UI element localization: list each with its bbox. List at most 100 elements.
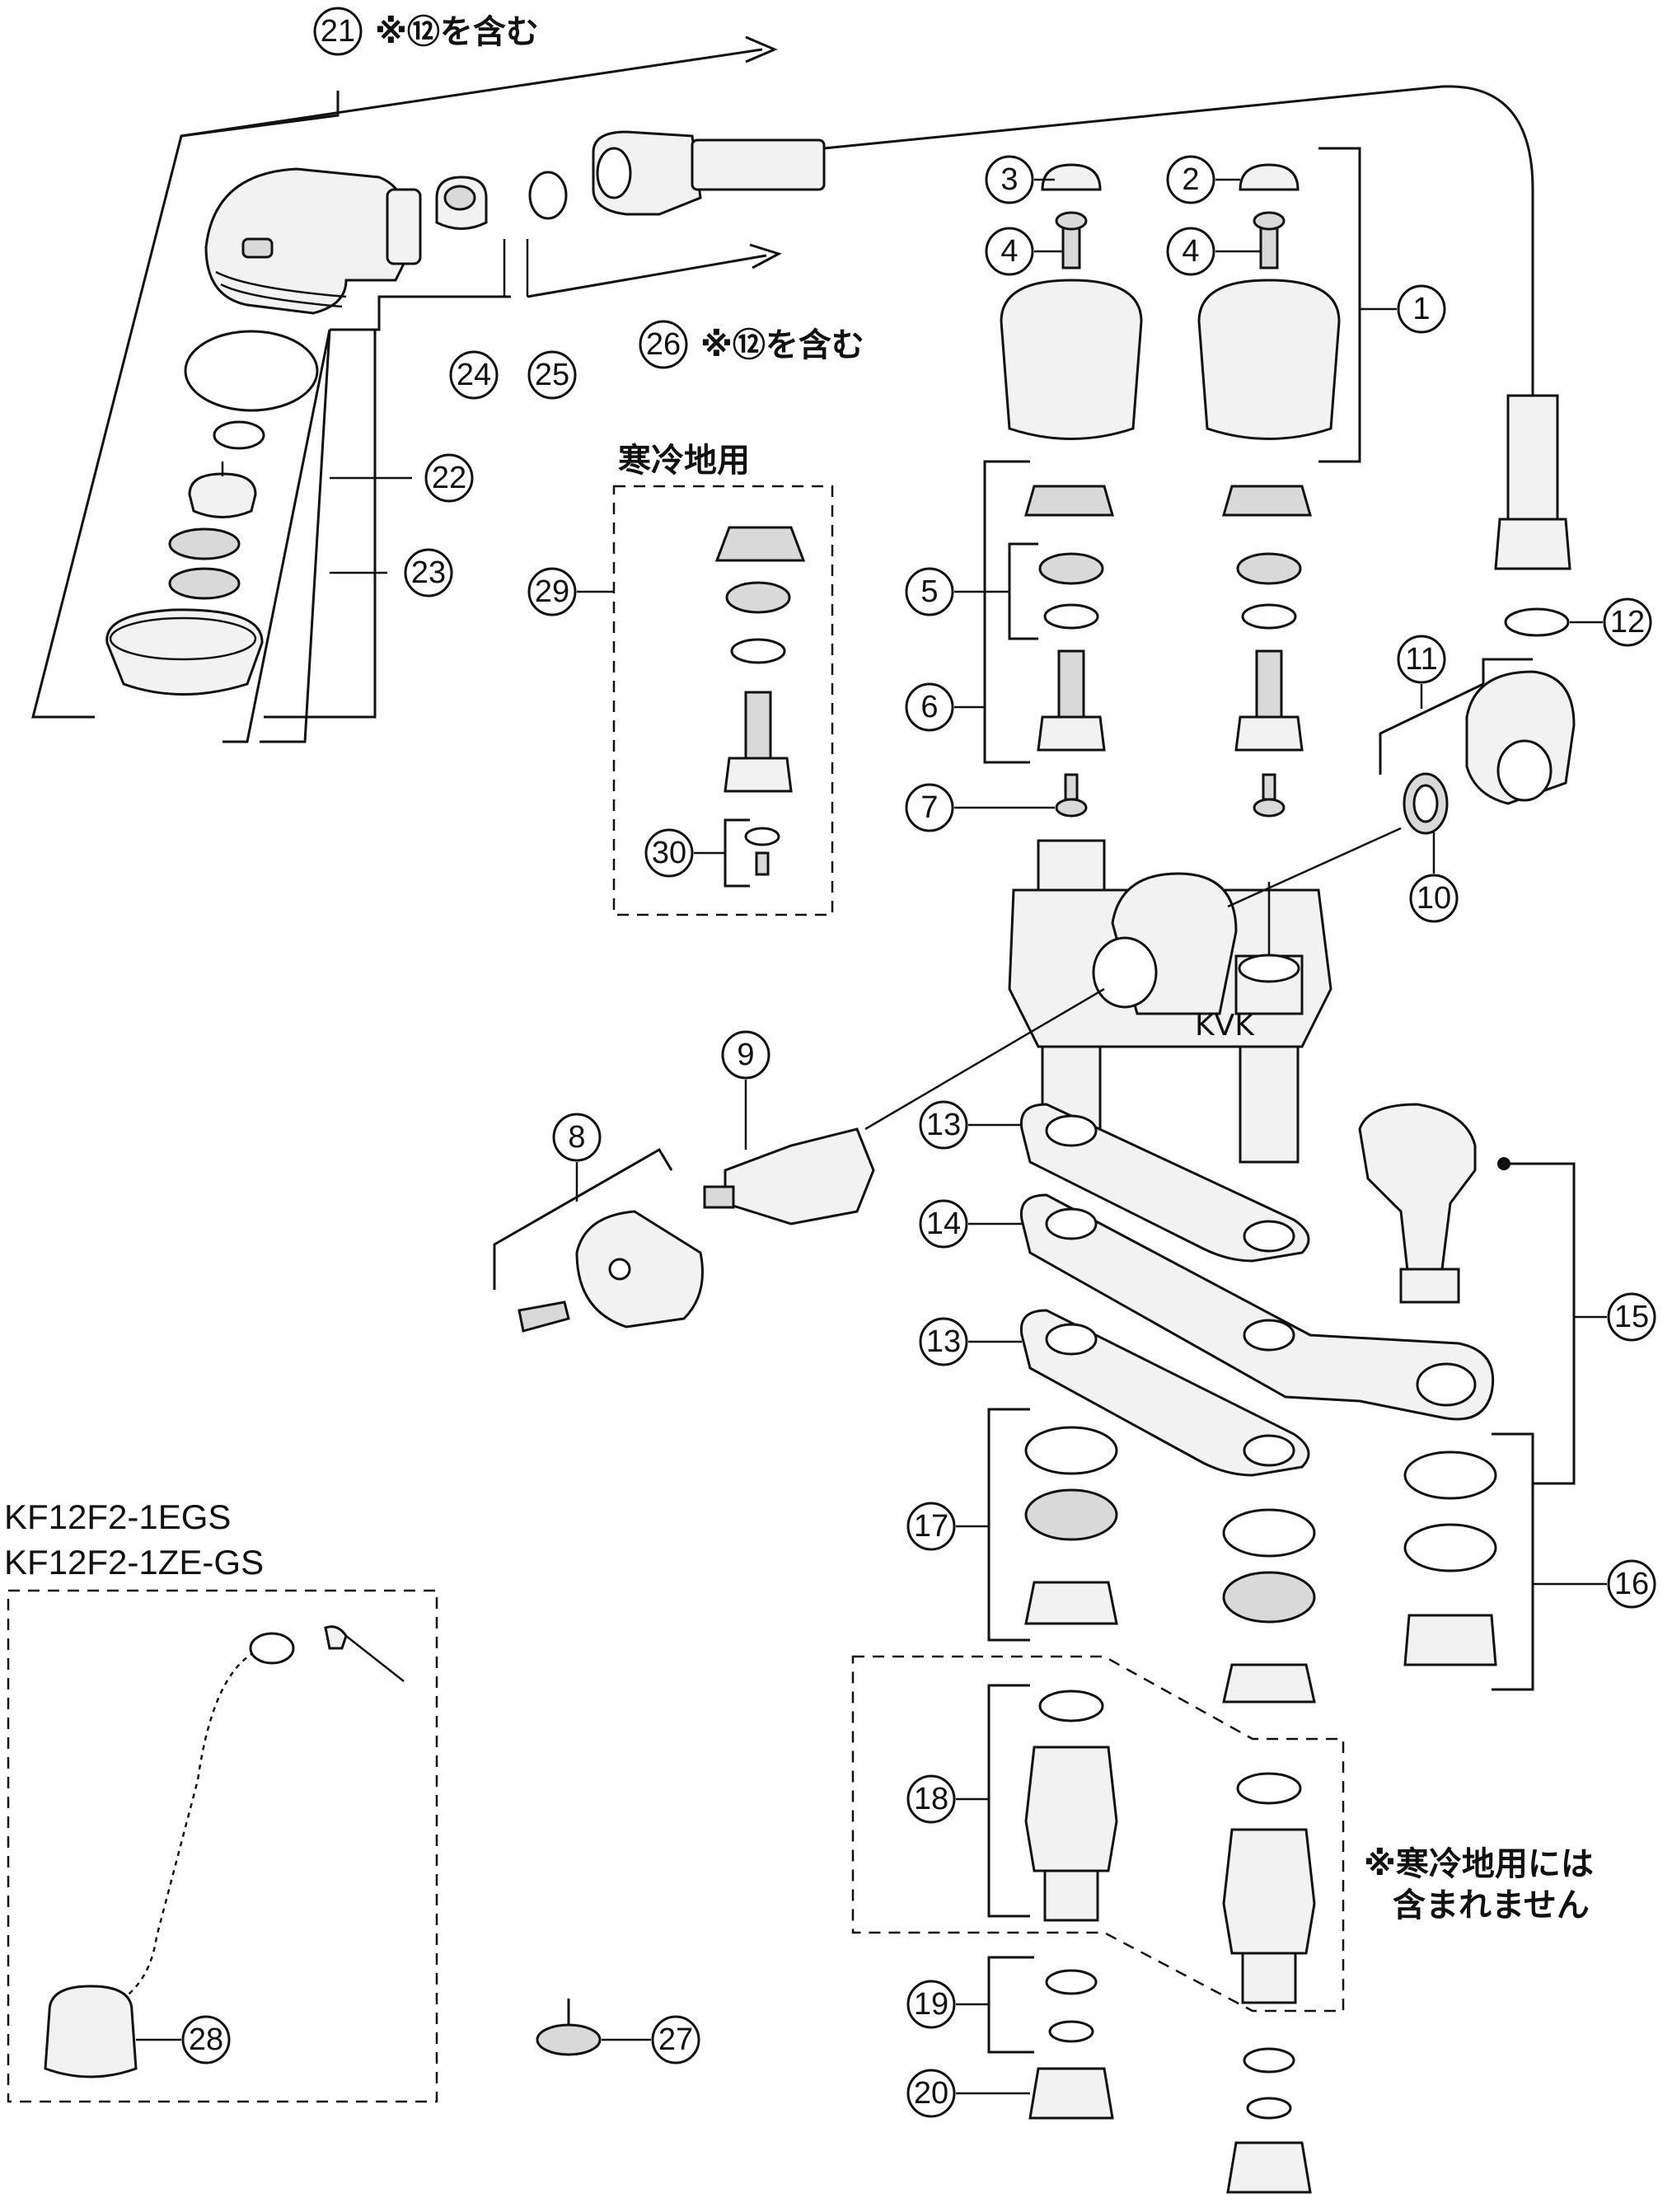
cold-spindle-base bbox=[724, 757, 793, 793]
callout-27-label: 27 bbox=[658, 2022, 693, 2057]
shower-head-switch bbox=[241, 237, 274, 259]
cold-region-box bbox=[612, 485, 834, 916]
diverter-axis-line bbox=[864, 987, 1105, 1131]
callout-21-label: 21 bbox=[321, 14, 355, 49]
diverter-stem bbox=[703, 1185, 735, 1209]
shower-valve-22 bbox=[188, 472, 257, 518]
spindle-6-right bbox=[1255, 649, 1283, 719]
adapter-18 bbox=[1024, 1746, 1118, 1872]
callout-11: 11 bbox=[1397, 635, 1446, 684]
callout-22-label: 22 bbox=[432, 461, 466, 495]
screw-4b-head bbox=[1253, 211, 1286, 231]
bracket-18 bbox=[987, 1684, 1030, 1918]
cap-3 bbox=[1041, 163, 1102, 191]
gasket-13b bbox=[1019, 1309, 1310, 1477]
handle-left bbox=[1000, 279, 1143, 440]
lock-washer-17 bbox=[1024, 1488, 1118, 1541]
excluded-note-line2: 含まれません bbox=[1393, 1886, 1590, 1924]
callout-5-label: 5 bbox=[920, 574, 938, 609]
callout-29-label: 29 bbox=[535, 574, 569, 609]
washer-5a-left bbox=[1038, 552, 1104, 585]
nut-20a bbox=[1028, 2067, 1114, 2120]
body-to-10-line bbox=[1227, 827, 1402, 908]
shower-head-assembly bbox=[31, 35, 778, 743]
gasket-13a-hole-2 bbox=[1243, 1220, 1295, 1253]
bracket-5-6 bbox=[983, 460, 1030, 764]
nut-17b bbox=[1222, 1663, 1316, 1704]
washer-22 bbox=[213, 420, 265, 450]
gasket-13a bbox=[1019, 1103, 1310, 1263]
spray-cap-rim bbox=[109, 616, 257, 661]
callout-20: 20 bbox=[906, 2069, 956, 2118]
bracket-23-line bbox=[260, 329, 331, 743]
cold-washer-30 bbox=[744, 827, 780, 846]
spout-holder-15 bbox=[1358, 1103, 1477, 1287]
callout-30-label: 30 bbox=[652, 836, 686, 870]
hose-end-nut bbox=[1494, 518, 1571, 570]
sleeve-19a bbox=[1045, 1969, 1098, 1995]
callout-8: 8 bbox=[552, 1113, 602, 1162]
bracket-17 bbox=[987, 1408, 1030, 1642]
body-side-port bbox=[1092, 936, 1158, 1009]
diverter-handle-mark bbox=[608, 1258, 631, 1281]
plate-14 bbox=[1019, 1193, 1495, 1421]
chain-ring bbox=[249, 1632, 295, 1665]
spindle-6-right-base bbox=[1234, 715, 1304, 752]
top-7-right bbox=[1262, 773, 1276, 801]
callout-26-label: 26 bbox=[646, 327, 681, 362]
bonnet-nut-left bbox=[1024, 485, 1114, 517]
callout-24-label: 24 bbox=[457, 358, 491, 392]
screen-23b bbox=[168, 567, 241, 600]
callout-19: 19 bbox=[906, 1980, 956, 2029]
cold-washer-29b bbox=[730, 638, 786, 664]
faucet-body: KVK bbox=[1008, 827, 1402, 1164]
screen-23a bbox=[168, 527, 241, 560]
callout-15-label: 15 bbox=[1614, 1300, 1649, 1334]
spout-holder bbox=[1358, 1103, 1607, 1485]
spray-cap-23 bbox=[105, 608, 264, 696]
callout-7: 7 bbox=[905, 783, 954, 832]
hose-end bbox=[1506, 394, 1559, 521]
arrow-21-line bbox=[180, 48, 763, 138]
stopper-28 bbox=[44, 1985, 138, 2078]
callout-13b-label: 13 bbox=[926, 1324, 961, 1359]
callout-11-label: 11 bbox=[1405, 642, 1437, 677]
callout-28: 28 bbox=[181, 2015, 231, 2064]
callout-29: 29 bbox=[527, 567, 577, 616]
callout-13a-label: 13 bbox=[926, 1108, 961, 1142]
callout-20-label-unused: 20 bbox=[914, 2076, 948, 2111]
callout-23-label: 23 bbox=[411, 555, 446, 590]
shower-head-ridges bbox=[215, 270, 347, 308]
washer-18b bbox=[1236, 1772, 1302, 1805]
top-7-left-disc bbox=[1055, 798, 1088, 818]
cap-2 bbox=[1239, 163, 1300, 191]
top-7-right-disc bbox=[1253, 798, 1286, 818]
gasket-10-hole bbox=[1412, 784, 1439, 823]
strainer-27 bbox=[536, 2023, 602, 2056]
callout-12-label: 12 bbox=[1610, 605, 1645, 640]
washer-18 bbox=[1038, 1689, 1104, 1722]
mounting-washers bbox=[956, 1408, 1607, 1704]
callout-10: 10 bbox=[1409, 874, 1459, 923]
callout-25-label: 25 bbox=[535, 358, 569, 392]
chain-clip bbox=[324, 1625, 348, 1650]
callout-10-label: 10 bbox=[1417, 881, 1451, 916]
callout-4a: 4 bbox=[985, 227, 1034, 276]
nut-17 bbox=[1024, 1581, 1118, 1625]
callout-16: 16 bbox=[1607, 1559, 1656, 1609]
adapter-18b bbox=[1222, 1828, 1316, 1955]
cold-region-title: 寒冷地用 bbox=[618, 442, 750, 480]
callout-13b: 13 bbox=[919, 1317, 968, 1366]
nut-16 bbox=[1403, 1614, 1497, 1666]
callout-13a: 13 bbox=[919, 1100, 968, 1150]
arrow-21-head bbox=[745, 35, 778, 63]
note-21: ※⑫を含む bbox=[375, 13, 539, 51]
gasket-13a-hole-1 bbox=[1045, 1114, 1098, 1147]
spout-holder-thread bbox=[1399, 1268, 1460, 1304]
ring-19b bbox=[1246, 2097, 1292, 2120]
hose-fittings bbox=[435, 85, 1571, 570]
washer-5b-left bbox=[1043, 603, 1099, 630]
lock-washer-17b bbox=[1222, 1571, 1316, 1624]
adapter-18b-thread bbox=[1241, 1952, 1297, 2004]
